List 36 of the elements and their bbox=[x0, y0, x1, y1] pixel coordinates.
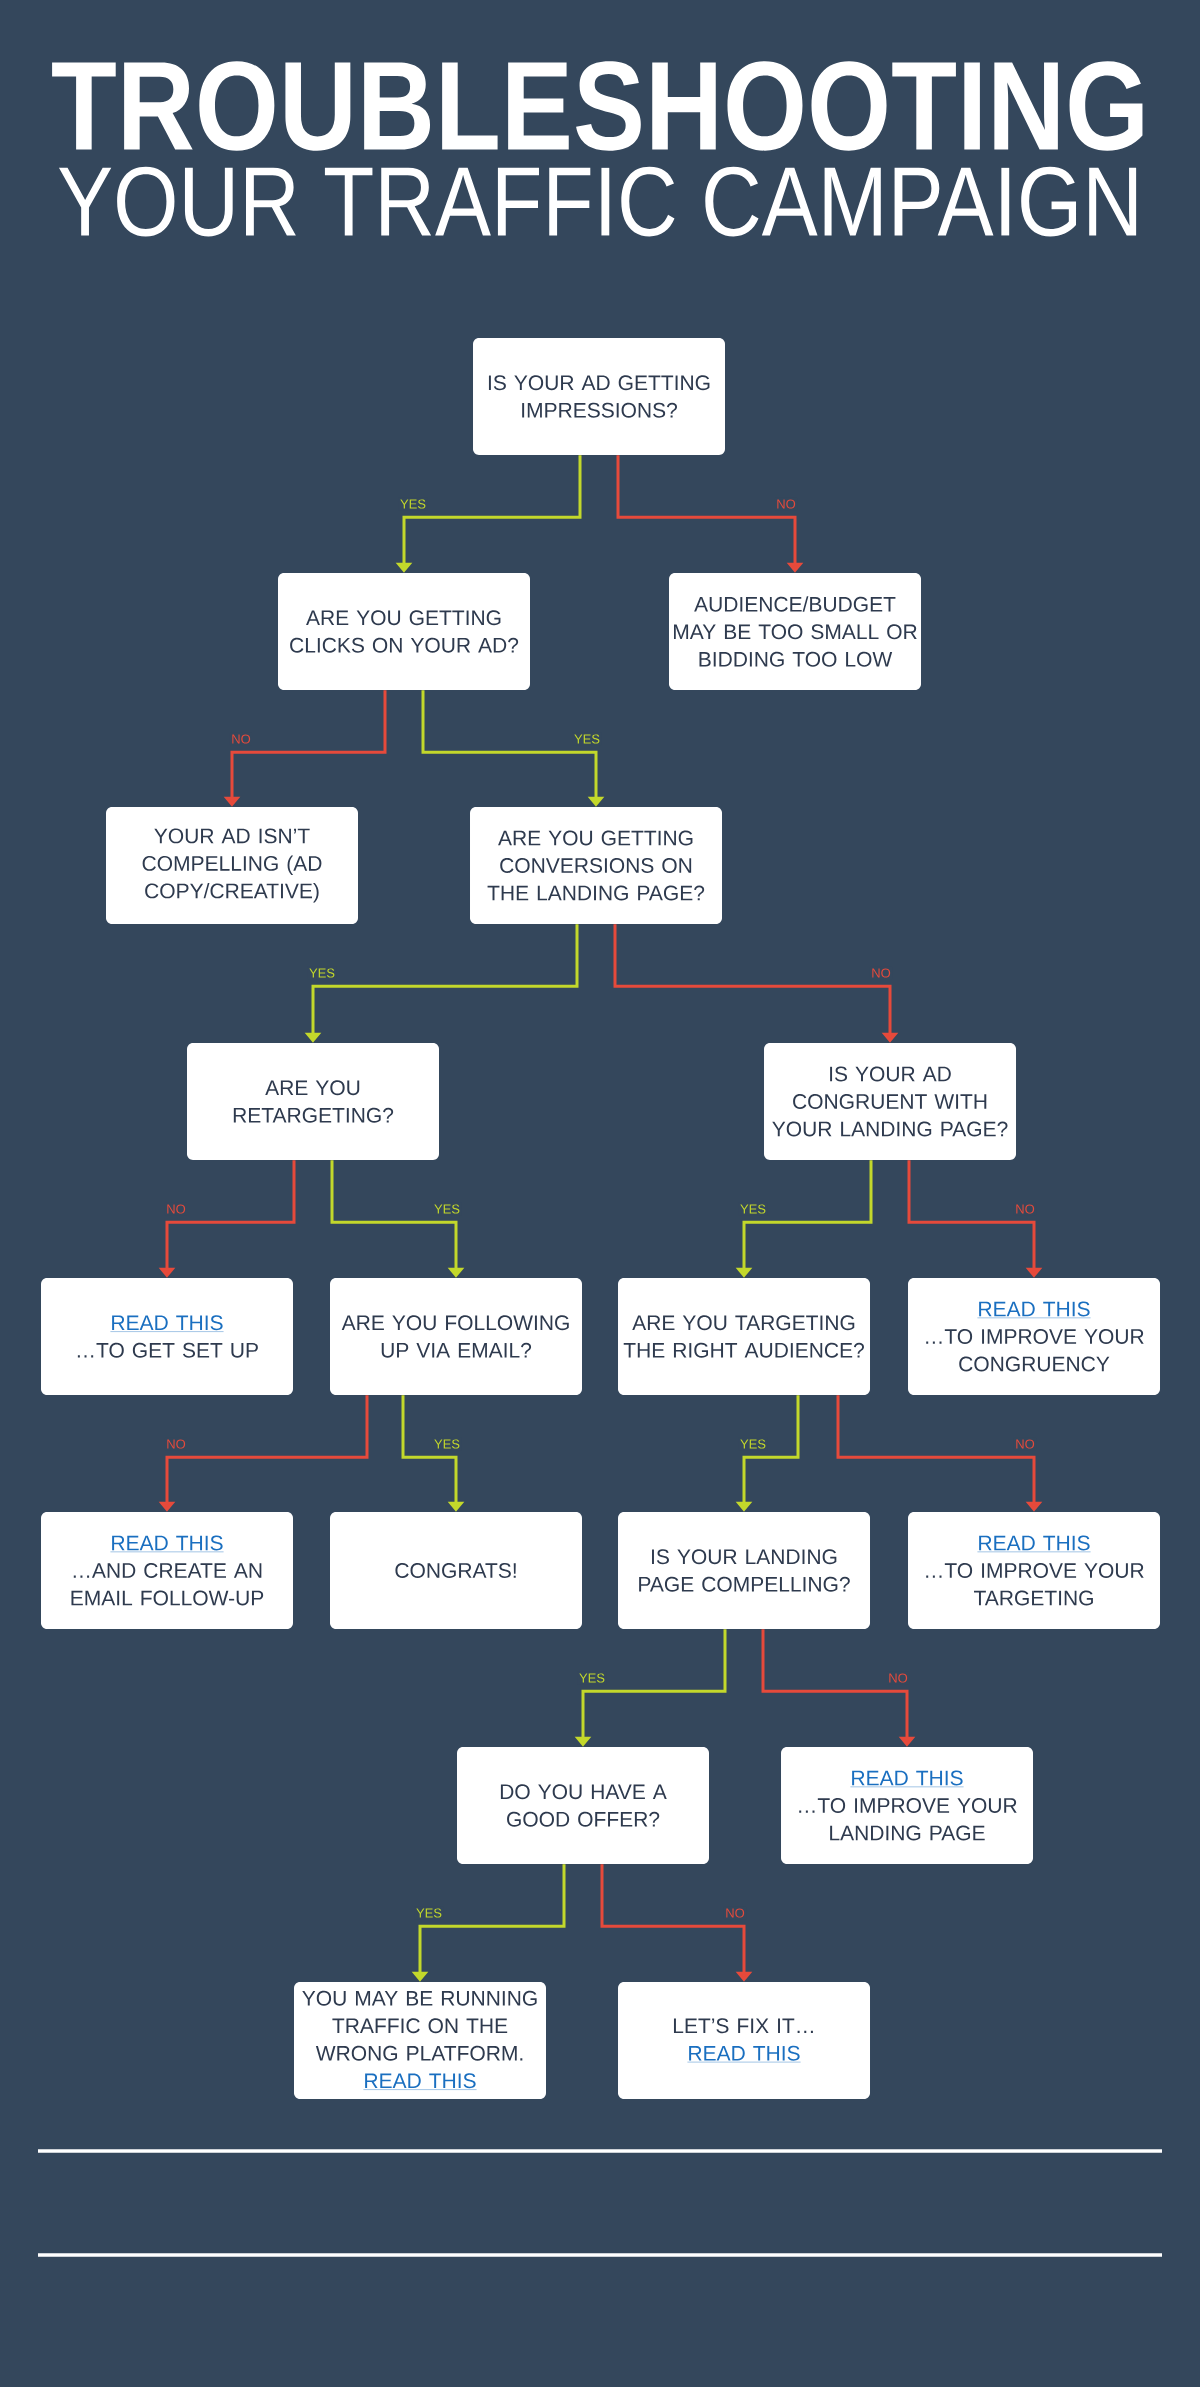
decision-box: DO YOU HAVE A GOOD OFFER? bbox=[457, 1747, 709, 1864]
link: READ THIS bbox=[687, 2045, 801, 2063]
decision-box: ARE YOU RETARGETING? bbox=[187, 1043, 439, 1160]
result-box: CONGRATS! bbox=[330, 1512, 582, 1629]
decision-box: IS YOUR AD CONGRUENT WITH YOUR LANDING PAGE? bbox=[764, 1043, 1016, 1160]
link: READ THIS bbox=[850, 1770, 964, 1788]
connector-arrow bbox=[613, 924, 899, 1043]
decision-box: IS YOUR LANDING PAGE COMPELLING? bbox=[618, 1512, 870, 1629]
connector-arrow bbox=[836, 1395, 1043, 1512]
decision-box: IS YOUR AD GETTING IMPRESSIONS? bbox=[473, 338, 725, 455]
result-box: READ THIS …TO IMPROVE YOUR CONGRUENCY bbox=[908, 1278, 1160, 1395]
link: READ THIS bbox=[110, 1535, 224, 1553]
connector-arrow bbox=[616, 455, 804, 573]
connector-arrow bbox=[761, 1629, 916, 1747]
result-box: READ THIS …TO IMPROVE YOUR TARGETING bbox=[908, 1512, 1160, 1629]
link: READ THIS bbox=[977, 1535, 1091, 1553]
result-box: YOU MAY BE RUNNING TRAFFIC ON THE WRONG PLATFORM. READ THIS bbox=[294, 1982, 546, 2099]
connector-arrow bbox=[600, 1864, 753, 1982]
decision-box: ARE YOU TARGETING THE RIGHT AUDIENCE? bbox=[618, 1278, 870, 1395]
connector-arrow bbox=[421, 690, 605, 807]
connector-arrow bbox=[330, 1160, 465, 1278]
link: READ THIS bbox=[363, 2073, 477, 2090]
title: TROUBLESHOOTING YOUR TRAFFIC CAMPAIGN bbox=[52, 61, 1143, 237]
connector-arrow bbox=[907, 1160, 1043, 1278]
decision-box: ARE YOU GETTING CONVERSIONS ON THE LANDING PAGE? bbox=[470, 807, 722, 924]
result-box: AUDIENCE/BUDGET MAY BE TOO SMALL OR BIDDING TOO LOW bbox=[669, 573, 921, 690]
link: READ THIS bbox=[110, 1315, 224, 1332]
decision-box: ARE YOU FOLLOWING UP VIA EMAIL? bbox=[330, 1278, 582, 1395]
link: READ THIS bbox=[977, 1301, 1091, 1319]
result-box: READ THIS …AND CREATE AN EMAIL FOLLOW-UP bbox=[41, 1512, 293, 1629]
decision-box: ARE YOU GETTING CLICKS ON YOUR AD? bbox=[278, 573, 530, 690]
result-box: YOUR AD ISN’T COMPELLING (AD COPY/CREATIVE) bbox=[106, 807, 358, 924]
result-box: LET’S FIX IT… READ THIS bbox=[618, 1982, 870, 2099]
result-box: READ THIS …TO IMPROVE YOUR LANDING PAGE bbox=[781, 1747, 1033, 1864]
result-box: READ THIS …TO GET SET UP bbox=[41, 1278, 293, 1395]
connector-arrow bbox=[401, 1395, 465, 1512]
